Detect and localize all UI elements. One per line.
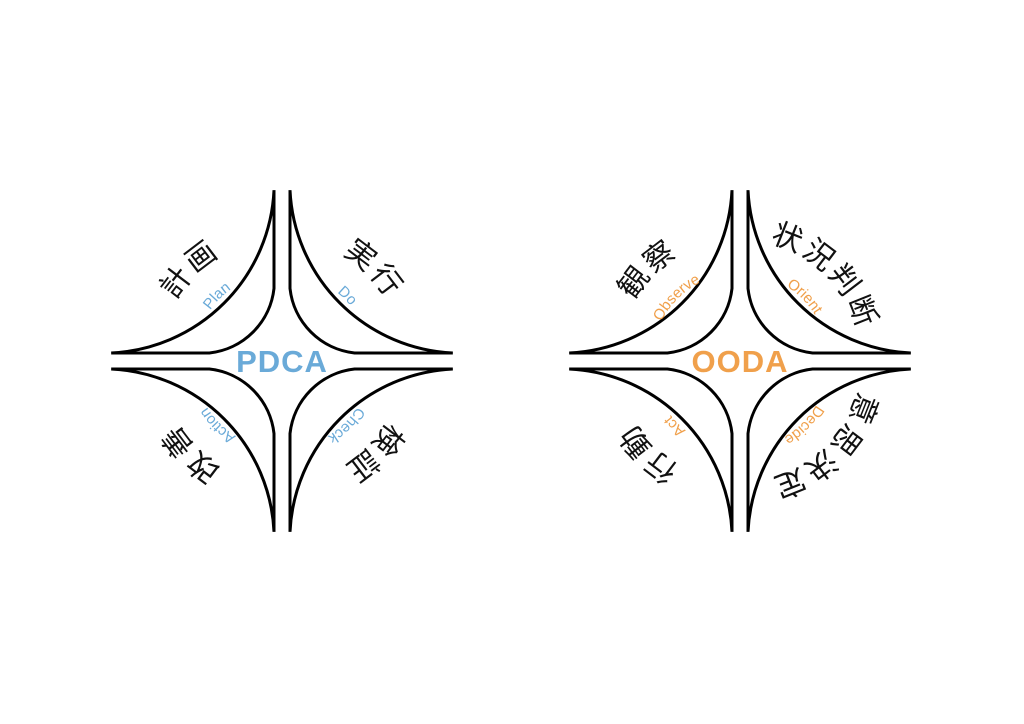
segment-bottom-right <box>288 367 453 532</box>
segment-bottom-left <box>111 367 276 532</box>
segment-bottom-right <box>746 367 911 532</box>
diagram-title: OODA <box>692 344 789 379</box>
segment-top-right <box>288 190 453 355</box>
segment-top-left <box>111 190 276 355</box>
diagram-title: PDCA <box>236 344 328 379</box>
segment-top-left <box>569 190 734 355</box>
segment-top-right <box>746 190 911 355</box>
segment-bottom-left <box>569 367 734 532</box>
